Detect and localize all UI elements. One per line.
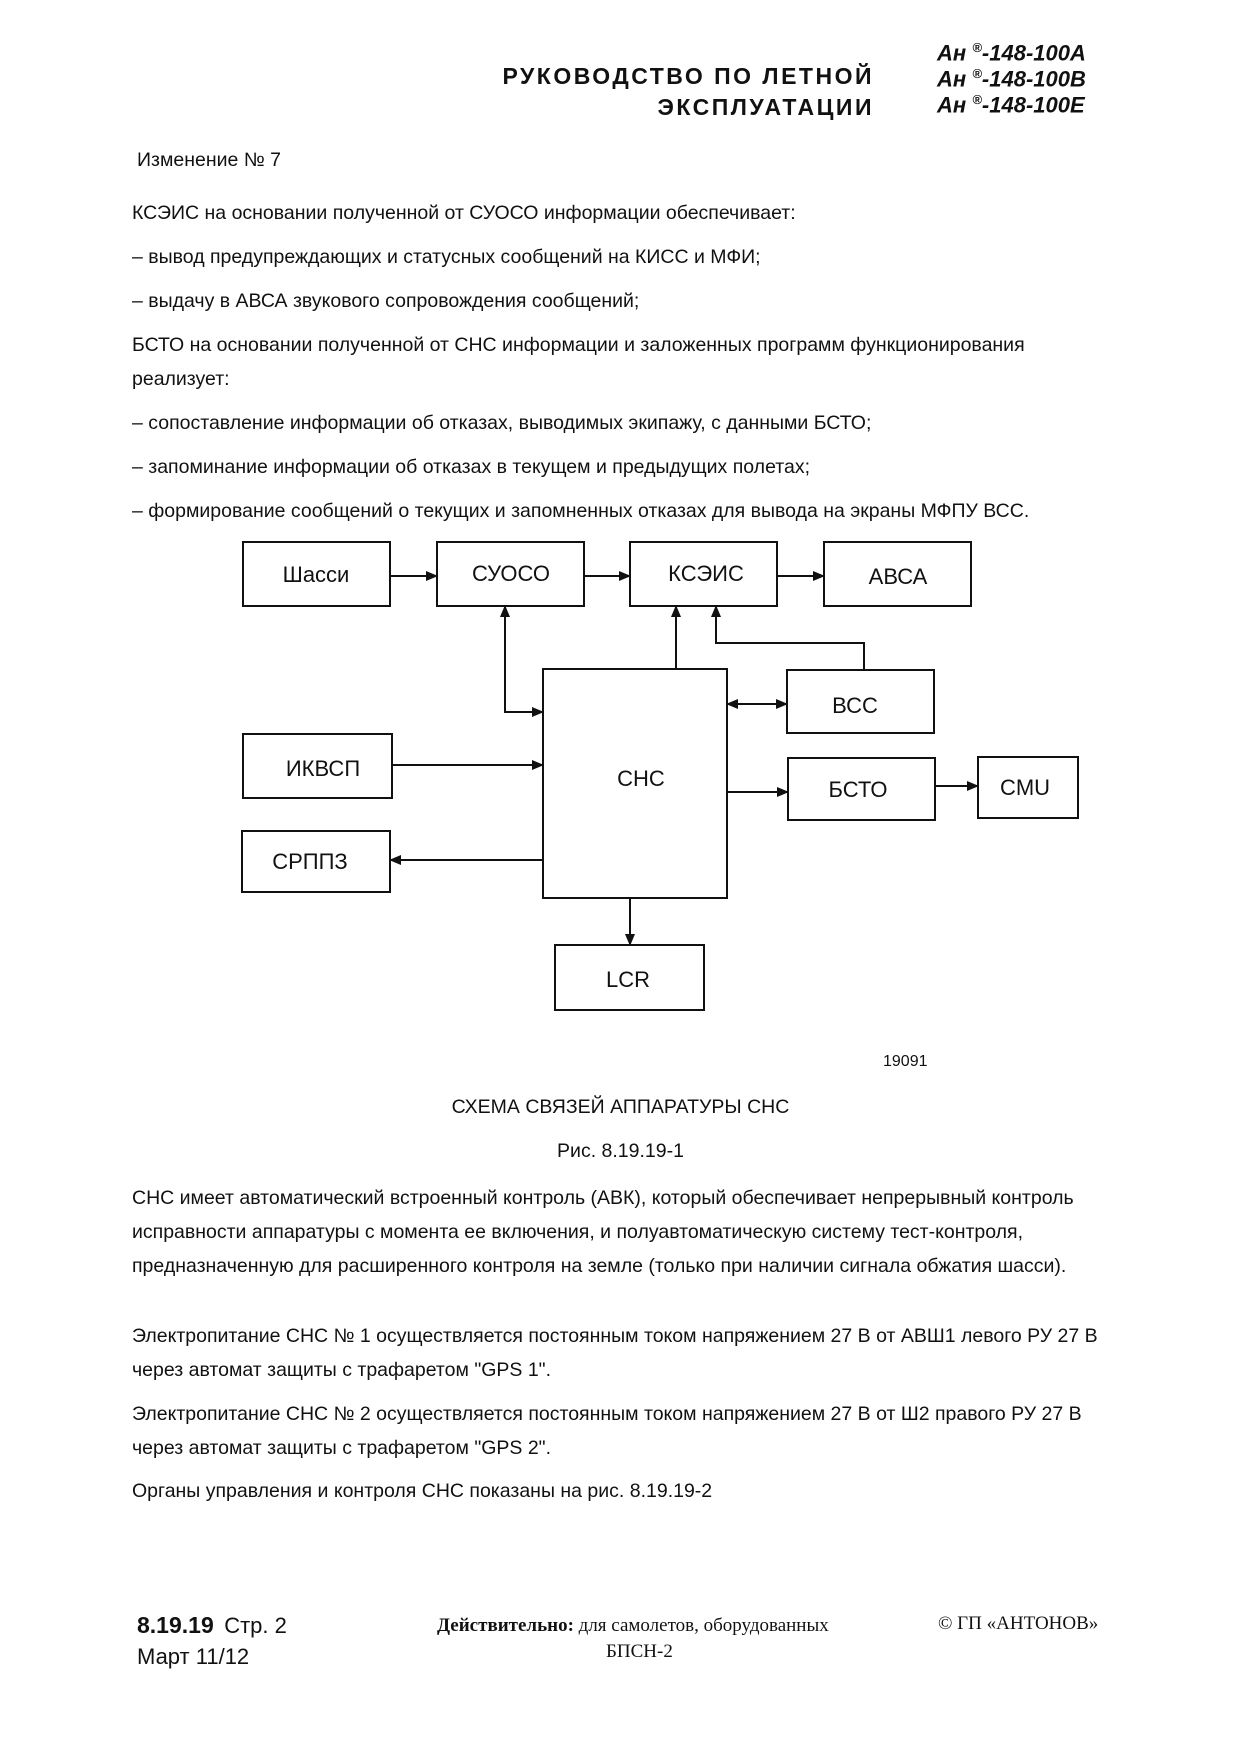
list-item: – выдачу в АВСА звукового сопровождения … [132,290,640,312]
label-bsto: БСТО [829,777,888,802]
label-suoso: СУОСО [472,561,550,586]
block-shassi [242,541,391,607]
copyright: © ГП «АНТОНОВ» [938,1613,1099,1634]
validity-label: Действительно: [437,1615,574,1636]
paragraph-controls: Органы управления и контроля СНС показан… [132,1480,713,1502]
model-a: Ан ®-148-100A [937,40,1086,66]
block-sns [542,668,728,899]
validity-line: Действительно: для самолетов, оборудован… [437,1615,829,1637]
paragraph-power-2: Электропитание СНС № 2 осуществляется по… [132,1403,1082,1459]
list-item: – запоминание информации об отказах в те… [132,456,810,478]
label-cmu: CMU [1000,775,1050,800]
figure-code: 19091 [883,1053,928,1070]
revision-date: Март 11/12 [137,1644,250,1669]
list-item: – сопоставление информации об отказах, в… [132,412,872,434]
label-kseis: КСЭИС [668,561,744,586]
model-b: Ан ®-148-100B [937,66,1086,92]
link-sns-suoso [500,605,543,713]
list-item: – формирование сообщений о текущих и зап… [132,500,1030,522]
validity-text-2: БПСН-2 [606,1641,673,1662]
manual-title-line2: ЭКСПЛУАТАЦИИ [657,94,874,120]
paragraph-kseis: КСЭИС на основании полученной от СУОСО и… [132,202,796,224]
label-ikvsp: ИКВСП [286,756,360,781]
paragraph-power-1: Электропитание СНС № 1 осуществляется по… [132,1325,1098,1381]
paragraph-avk: СНС имеет автоматический встроенный конт… [132,1187,1074,1277]
label-srppz: СРППЗ [272,849,347,874]
validity-text: для самолетов, оборудованных [578,1615,829,1636]
manual-title-line1: РУКОВОДСТВО ПО ЛЕТНОЙ [502,63,874,89]
change-note: Изменение № 7 [137,149,281,171]
label-vss: ВСС [832,693,878,718]
label-shassi: Шасси [283,562,350,587]
page-number: Стр. 2 [224,1613,287,1638]
label-lcr: LCR [606,967,650,992]
list-item: – вывод предупреждающих и статусных сооб… [132,246,761,268]
arrow-vss-kseis [711,605,865,670]
label-avsa: АВСА [869,564,928,589]
figure-title: СХЕМА СВЯЗЕЙ АППАРАТУРЫ СНС [451,1096,790,1118]
figure-number: Рис. 8.19.19-1 [557,1140,684,1162]
footer-page-ref: 8.19.19 Стр. 2 [137,1612,287,1639]
label-sns: СНС [617,766,665,791]
section-number: 8.19.19 [137,1612,214,1638]
paragraph-bsto: БСТО на основании полученной от СНС инфо… [132,334,1025,390]
model-e: Ан ®-148-100E [937,92,1085,118]
